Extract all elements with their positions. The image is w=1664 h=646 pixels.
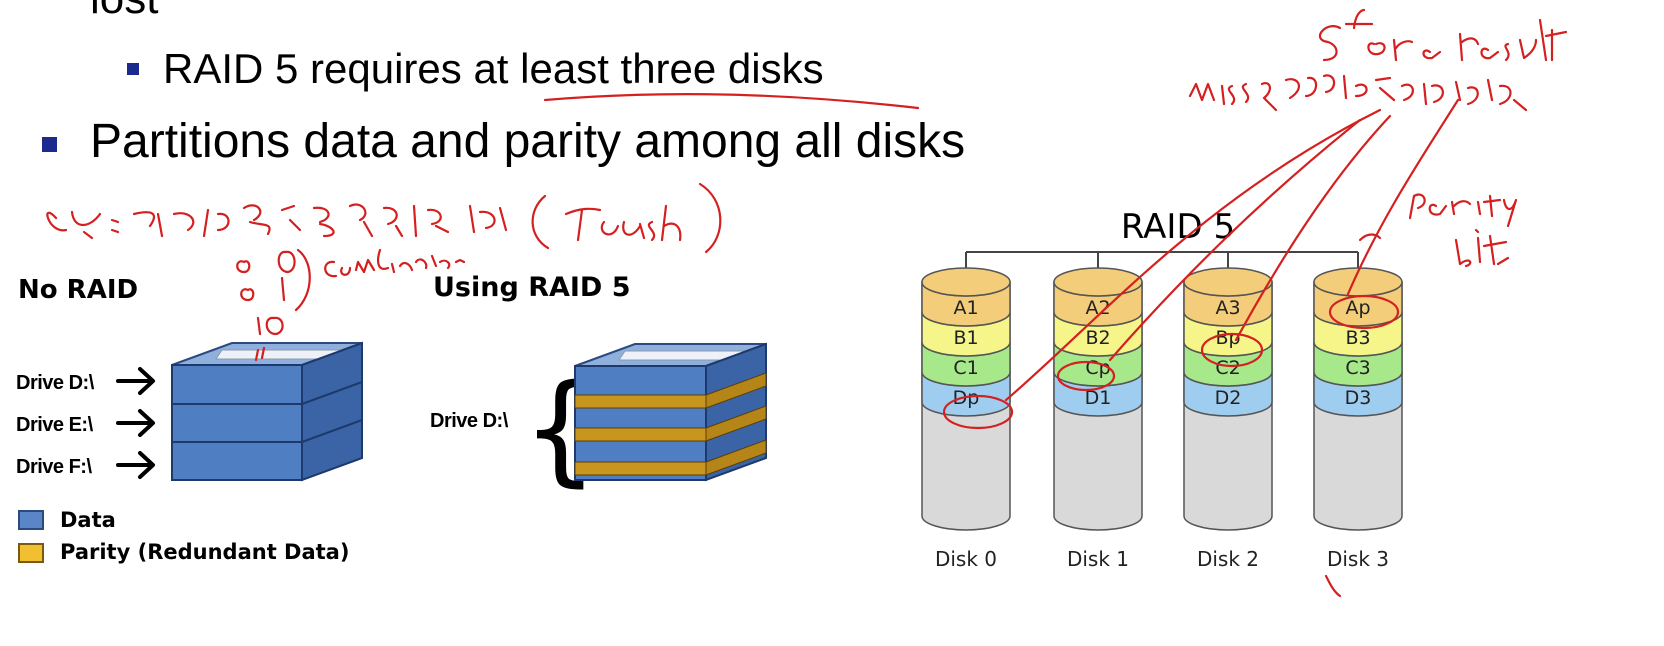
disk-block-label: Ap (1345, 297, 1370, 319)
drive-label-e: Drive E:\ (16, 414, 93, 436)
bit-word (1454, 228, 1510, 268)
disk-top (1183, 267, 1273, 297)
circle-cp (1056, 360, 1116, 392)
disk-label: Disk 3 (1327, 547, 1389, 571)
disk-label: Disk 0 (935, 547, 997, 571)
no-raid-title: No RAID (18, 275, 139, 305)
circle-ap (1328, 294, 1400, 330)
arrow-to-dp (1004, 108, 1382, 402)
store-result-word (1319, 8, 1568, 62)
using-raid-title: Using RAID 5 (433, 272, 631, 303)
disk-block-label: Bp (1215, 327, 1240, 349)
missing-data-note (1188, 74, 1528, 112)
paren-open (531, 194, 550, 250)
sub-bullet-marker (127, 63, 139, 75)
raid5-drive-stack (574, 342, 767, 482)
raid-drive-label: Drive D:\ (430, 410, 508, 432)
zero-zero-note (236, 250, 296, 274)
sub-bullet-text: RAID 5 requires at least three disks (163, 45, 824, 92)
paren-close (698, 182, 722, 254)
disk-top (1053, 267, 1143, 297)
disk-block-label: C3 (1345, 357, 1370, 379)
parity-bit-note (1408, 193, 1518, 228)
drive-label-f: Drive F:\ (16, 456, 92, 478)
disk-label: Disk 1 (1067, 547, 1129, 571)
disk-block-label: A1 (953, 297, 978, 319)
korean-note-scribble (46, 203, 508, 240)
small-tick (254, 346, 266, 362)
disk-block-label: D2 (1215, 387, 1242, 409)
combination-word (324, 248, 466, 278)
legend-data-swatch (18, 510, 44, 530)
circle-dp (942, 394, 1014, 430)
arrow-to-cp (1108, 118, 1362, 362)
arrow-to-bp (1234, 114, 1392, 342)
legend-data-label: Data (60, 508, 116, 532)
one-zero-note (256, 316, 284, 336)
disk-block-label: C2 (1215, 357, 1240, 379)
zero-one-note (240, 276, 286, 302)
lost-text: lost (90, 0, 158, 24)
underline-stroke (543, 93, 920, 110)
disk-block-label: A3 (1215, 297, 1240, 319)
touch-word (564, 204, 682, 242)
main-bullet-marker (42, 137, 57, 152)
small-hook (1358, 233, 1382, 242)
bottom-stroke (1324, 574, 1342, 598)
drive-label-d: Drive D:\ (16, 372, 94, 394)
main-bullet-text: Partitions data and parity among all dis… (90, 115, 966, 168)
disk-block-label: D1 (1085, 387, 1112, 409)
disk-block-label: B3 (1345, 327, 1370, 349)
legend-parity-swatch (18, 543, 44, 563)
arrow-to-ap (1346, 98, 1460, 296)
left-figure-drawing: { (116, 341, 767, 499)
disk-block-label: B1 (953, 327, 978, 349)
disk-block-label: D3 (1345, 387, 1372, 409)
legend-parity-label: Parity (Redundant Data) (60, 540, 350, 564)
disk-block-label: C1 (953, 357, 978, 379)
disk-label: Disk 2 (1197, 547, 1259, 571)
combination-brace (294, 248, 311, 312)
disk-block-label: B2 (1085, 327, 1110, 349)
disk-block-label: A2 (1085, 297, 1110, 319)
disk-top (921, 267, 1011, 297)
circle-bp (1200, 332, 1264, 368)
no-raid-drive-stack (171, 341, 363, 482)
drive-arrows (116, 367, 155, 479)
